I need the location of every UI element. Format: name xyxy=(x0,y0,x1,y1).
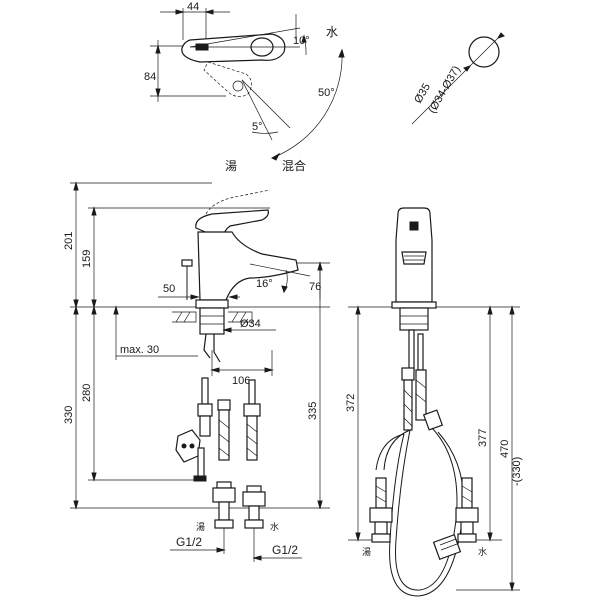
front-rod-2 xyxy=(417,333,424,371)
waste-rod-end xyxy=(193,475,207,482)
front-valve-cold-neck xyxy=(460,521,474,535)
label-hot-front: 湯 xyxy=(362,547,371,558)
front-hose-nut-1 xyxy=(401,367,415,381)
angle-5: 5° xyxy=(252,121,263,133)
valve-hot-base xyxy=(214,519,234,529)
hose-braid-cold xyxy=(246,415,258,461)
hose-nut-hot xyxy=(217,399,231,411)
pull-rod xyxy=(201,377,209,405)
dim-280: 280 xyxy=(81,384,93,402)
front-hose-braid-2 xyxy=(415,369,427,421)
valve-cold-stem xyxy=(248,505,260,521)
front-valve-hot-stem xyxy=(375,477,387,509)
dim-372: 372 xyxy=(345,394,357,412)
hose-weight xyxy=(432,534,462,560)
pop-up-rod xyxy=(181,259,193,267)
aerator-front xyxy=(401,251,427,265)
front-hose-nut-2 xyxy=(422,409,444,431)
hose-nut-cold xyxy=(243,403,261,417)
label-cold-top: 水 xyxy=(326,25,338,39)
shank-front xyxy=(399,307,429,331)
dim-76: 76 xyxy=(309,281,321,293)
front-rod xyxy=(408,329,415,371)
valve-hot-body xyxy=(212,487,236,503)
hose-braid-hot xyxy=(218,409,230,461)
dim-44: 44 xyxy=(187,1,199,13)
dim-330-alt: -(330) xyxy=(511,457,523,486)
dim-84: 84 xyxy=(144,71,156,83)
faucet-base xyxy=(195,299,229,309)
label-cold-front: 水 xyxy=(478,546,487,558)
front-valve-hot-body xyxy=(369,507,393,523)
dim-330: 330 xyxy=(63,406,75,424)
front-view: 372 377 470 -(330) xyxy=(345,207,523,597)
label-mix-top: 混合 xyxy=(282,158,306,173)
label-hot-side: 湯 xyxy=(196,522,205,533)
top-view: 44 84 10° 50° 5° 水 湯 混合 xyxy=(144,1,345,173)
dim-shank-dia: Ø34 xyxy=(240,318,261,330)
shank xyxy=(199,307,225,335)
front-valve-cold-body xyxy=(455,507,479,523)
hose-stub-1 xyxy=(203,333,211,359)
front-hose-braid-1 xyxy=(403,379,413,431)
conn-cold: G1/2 xyxy=(272,543,298,557)
conn-hot: G1/2 xyxy=(176,535,202,549)
hose-loop-left-2 xyxy=(383,429,411,471)
label-cold-side: 水 xyxy=(270,521,279,533)
lever-rotated-outline xyxy=(203,61,252,97)
valve-cold-top xyxy=(246,485,262,493)
dim-335: 335 xyxy=(307,402,319,420)
angle-16: 16° xyxy=(256,278,273,290)
dim-377: 377 xyxy=(477,429,489,447)
hose-stub-2 xyxy=(213,334,221,363)
hose-loop-outer xyxy=(395,427,458,591)
front-valve-cold-base xyxy=(457,533,477,543)
dim-470: 470 xyxy=(499,440,511,458)
valve-cold-base xyxy=(244,519,264,529)
hose-top-cold xyxy=(248,379,256,405)
valve-hot-stem xyxy=(218,501,230,521)
side-view: 201 159 330 280 335 76 16° xyxy=(63,181,330,562)
base-front xyxy=(391,301,437,309)
valve-cold-body xyxy=(242,491,266,507)
dim-max-30: max. 30 xyxy=(120,344,159,356)
rod-sleeve xyxy=(199,415,211,437)
valve-hot-top xyxy=(216,481,232,489)
label-hot-top: 湯 xyxy=(225,159,237,173)
faucet-body-side xyxy=(197,231,299,301)
front-valve-cold-stem xyxy=(461,477,473,509)
dim-106: 106 xyxy=(232,375,250,387)
front-valve-hot-base xyxy=(371,533,391,543)
dim-50: 50 xyxy=(163,283,175,295)
hole-detail: Ø35 (Ø34-Ø37) xyxy=(411,32,505,125)
hole-dia-range: (Ø34-Ø37) xyxy=(426,64,463,116)
front-valve-hot-neck xyxy=(374,521,388,535)
angle-50: 50° xyxy=(318,87,335,99)
angle-10: 10° xyxy=(293,35,310,47)
dim-159: 159 xyxy=(81,250,93,268)
waste-rod xyxy=(197,447,205,479)
dim-201: 201 xyxy=(63,232,75,250)
lever-front-marker xyxy=(409,221,419,231)
rod-nut xyxy=(197,403,213,417)
hose-loop-inner xyxy=(389,431,465,597)
pop-up-clamp xyxy=(175,429,201,463)
